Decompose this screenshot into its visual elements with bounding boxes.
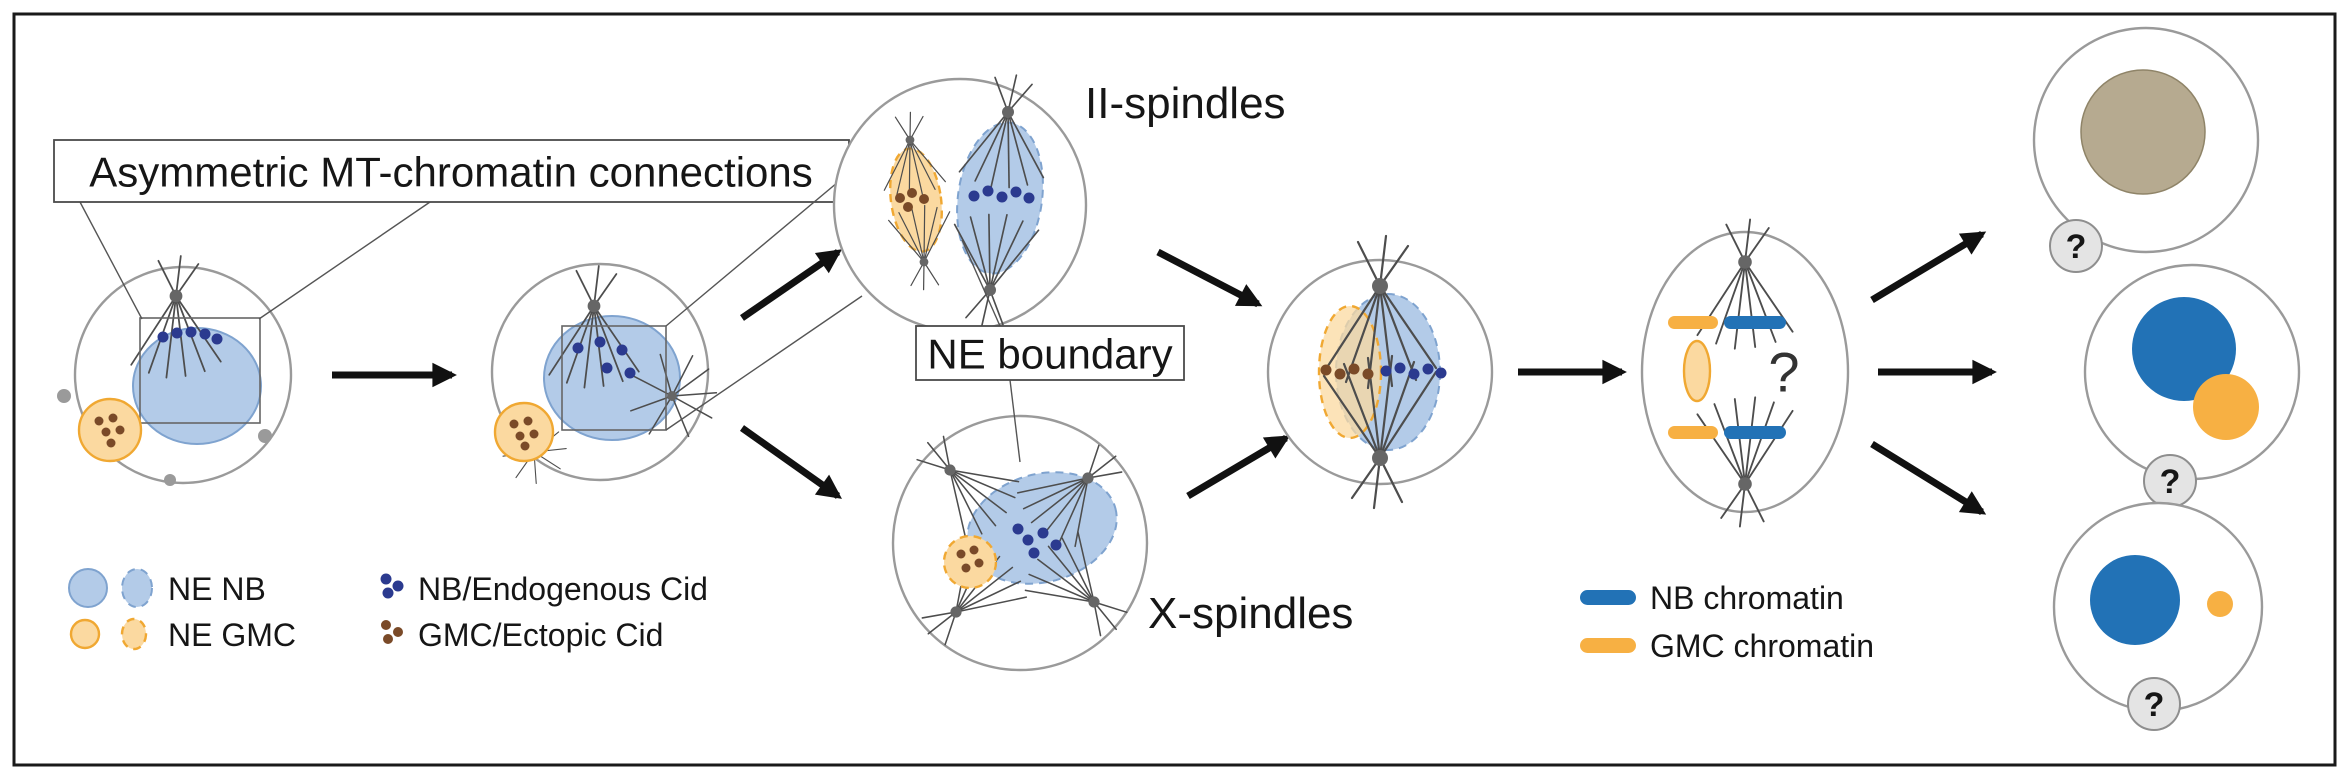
zoom-region-box <box>561 325 667 431</box>
gmc-cid-dots <box>509 416 539 451</box>
nb-cid-dots <box>1380 362 1447 380</box>
segregating-chromatin-bottom <box>1668 426 1786 439</box>
gmc-chromatin-bar <box>1668 426 1718 439</box>
cell-anaphase: ? <box>1640 218 1850 528</box>
question-badge: ? <box>2049 219 2103 273</box>
gmc-spindle-envelope <box>889 147 943 253</box>
gmc-spindle-envelope <box>942 534 998 590</box>
cell-x-spindles <box>891 414 1149 672</box>
lagging-gmc-body <box>1682 339 1712 403</box>
gmc-cid-dots <box>956 545 984 573</box>
question-badge: ? <box>2143 454 2197 508</box>
question-mark: ? <box>2160 463 2181 501</box>
label-box <box>915 325 1185 381</box>
ne-gmc-dashed-icon <box>120 617 148 651</box>
gmc-cid-legend-icon <box>381 620 403 644</box>
nb-chromatin-mass <box>2090 555 2180 645</box>
background-gray-dots <box>57 389 272 486</box>
nb-chromatin-icon <box>1580 590 1636 605</box>
arrow-x-to-merged <box>1186 434 1291 500</box>
cell-membrane <box>1640 230 1850 514</box>
gmc-cid-dots <box>1320 363 1374 380</box>
outcome-cell-top: ? <box>2032 26 2260 273</box>
nb-nucleus <box>132 327 262 445</box>
callout-line <box>1009 379 1021 463</box>
outcome-cell-middle: ? <box>2083 263 2301 508</box>
question-mark: ? <box>2144 686 2165 724</box>
cell-nebd <box>490 262 731 491</box>
gmc-chromatin-icon <box>1580 638 1636 653</box>
zoom-region-box <box>139 317 261 424</box>
segregating-chromatin-top <box>1668 316 1786 329</box>
differentiated-nucleus <box>2080 69 2206 195</box>
legend-right: NB chromatin GMC chromatin <box>1580 580 1874 664</box>
ii-spindles-label: II-spindles <box>1085 79 1286 128</box>
legend-left: NE NB NE GMC NB/Endogenous Cid GMC/Ectop… <box>68 568 708 653</box>
nb-nucleus <box>543 315 681 441</box>
legend-nb-chromatin-label: NB chromatin <box>1650 580 1844 616</box>
gmc-chromatin-bar <box>1668 316 1718 329</box>
x-spindles-label: X-spindles <box>1148 589 1353 638</box>
ne-nb-solid-icon <box>68 568 108 608</box>
nb-chromatin-bar <box>1724 316 1786 329</box>
ne-nb-dashed-icon <box>121 568 153 608</box>
arrow-to-outcome-top <box>1870 230 1987 304</box>
callout-line <box>665 171 851 327</box>
callout-line <box>79 201 143 320</box>
nb-cid-legend-icon <box>380 573 404 599</box>
cell-ii-spindles <box>832 69 1088 333</box>
arrow-to-x-spindles <box>739 425 842 499</box>
legend-ne-gmc-label: NE GMC <box>168 617 296 653</box>
nb-cid-dots <box>968 185 1035 204</box>
gmc-chromatin-mass <box>2193 374 2259 440</box>
gmc-cid-dots <box>94 413 125 448</box>
nb-chromatin-bar <box>1724 426 1786 439</box>
asymmetric-connections-label: Asymmetric MT-chromatin connections <box>89 149 813 196</box>
callout-line <box>665 295 863 431</box>
gmc-cid-dots <box>895 188 929 212</box>
gmc-nucleus <box>493 401 555 463</box>
legend-gmc-chromatin-label: GMC chromatin <box>1650 628 1874 664</box>
nb-cid-dots <box>157 326 223 345</box>
outcome-cell-bottom: ? <box>2052 501 2264 731</box>
figure-border <box>12 12 2337 767</box>
callout-line <box>961 239 1001 327</box>
legend-ne-nb-label: NE NB <box>168 571 266 607</box>
anaphase-question-mark: ? <box>1768 341 1799 404</box>
ne-boundary-callout: NE boundary <box>915 325 1185 381</box>
arrow-ii-to-merged <box>1156 248 1263 308</box>
ne-boundary-label: NE boundary <box>927 331 1172 378</box>
nb-cid-dots <box>1012 523 1062 559</box>
nb-cid-dots <box>572 336 636 379</box>
legend-gmc-cid-label: GMC/Ectopic Cid <box>418 617 663 653</box>
arrow-to-outcome-bottom <box>1870 441 1987 515</box>
gmc-chromatin-mass <box>2207 591 2233 617</box>
arrow-to-ii-spindles <box>740 249 843 321</box>
nb-chromatin-mass <box>2132 297 2236 401</box>
question-mark: ? <box>2066 228 2087 266</box>
ne-gmc-solid-icon <box>69 618 101 650</box>
asymmetric-connections-callout: Asymmetric MT-chromatin connections <box>53 139 850 203</box>
question-badge: ? <box>2127 677 2181 731</box>
callout-line <box>258 201 431 320</box>
cell-asymmetric-connections <box>57 255 293 486</box>
legend-nb-cid-label: NB/Endogenous Cid <box>418 571 708 607</box>
cell-merged-spindle <box>1266 234 1494 510</box>
